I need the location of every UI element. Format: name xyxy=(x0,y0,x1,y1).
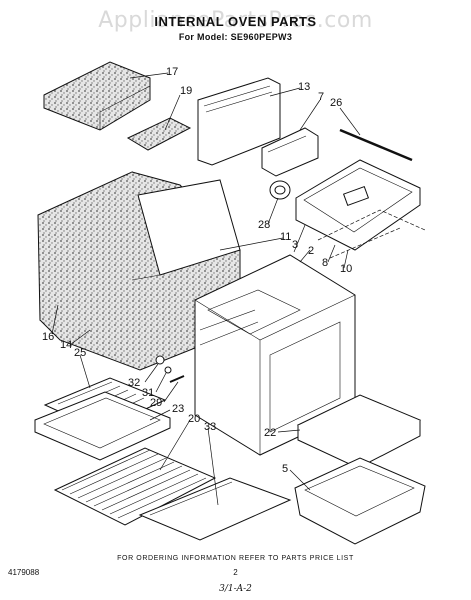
part-13-rear-panel xyxy=(197,77,281,166)
watermark: AppliancePartsPros.com xyxy=(98,8,373,33)
part-19-small-insulation xyxy=(126,117,192,151)
callout-23: 23 xyxy=(172,403,184,415)
handwritten-note: 3/1-A-2 xyxy=(219,584,252,594)
part-23-broiler-pan xyxy=(34,391,171,461)
callout-2: 2 xyxy=(308,245,314,257)
page-number: 2 xyxy=(233,568,238,577)
model-line: For Model: SE960PEPW3 xyxy=(178,32,293,42)
part-8-gasket xyxy=(317,209,426,241)
parts-hardware-32-31-29 xyxy=(155,355,185,383)
part-26-rod xyxy=(339,128,413,162)
callout-7: 7 xyxy=(318,91,324,103)
callout-31: 31 xyxy=(142,387,154,399)
callout-28: 28 xyxy=(258,219,270,231)
ordering-note: FOR ORDERING INFORMATION REFER TO PARTS … xyxy=(117,555,354,562)
callout-25: 25 xyxy=(74,347,86,359)
callout-33: 33 xyxy=(204,421,216,433)
callout-26: 26 xyxy=(330,97,342,109)
part-16-14-insulation-wrap xyxy=(37,171,241,371)
part-10-gasket xyxy=(329,227,401,259)
callout-22: 22 xyxy=(264,427,276,439)
part-20-oven-rack xyxy=(53,447,217,526)
leader-lines xyxy=(51,72,361,506)
callout-11: 11 xyxy=(280,231,291,243)
callout-14: 14 xyxy=(60,339,72,351)
callout-19: 19 xyxy=(180,85,192,97)
callout-13: 13 xyxy=(298,81,310,93)
callout-10: 10 xyxy=(340,263,352,275)
part-17-top-insulation xyxy=(43,61,151,131)
part-7-vent-duct xyxy=(261,127,319,177)
part-3-oven-top xyxy=(295,159,421,251)
callout-32: 32 xyxy=(128,377,140,389)
callout-17: 17 xyxy=(166,66,178,78)
part-28-knob xyxy=(269,180,291,200)
callout-5: 5 xyxy=(282,463,288,475)
part-33-rack-support xyxy=(138,477,292,541)
callout-8: 8 xyxy=(322,257,328,269)
callout-labels: 17 19 13 7 26 28 11 3 2 8 10 16 14 25 32… xyxy=(42,66,352,475)
document-number: 4179088 xyxy=(8,568,40,577)
callout-20: 20 xyxy=(188,413,200,425)
part-5-drawer-tray xyxy=(294,457,426,545)
callout-3: 3 xyxy=(292,239,298,251)
diagram-title: INTERNAL OVEN PARTS xyxy=(154,14,317,29)
callout-16: 16 xyxy=(42,331,54,343)
callout-29: 29 xyxy=(150,397,162,409)
